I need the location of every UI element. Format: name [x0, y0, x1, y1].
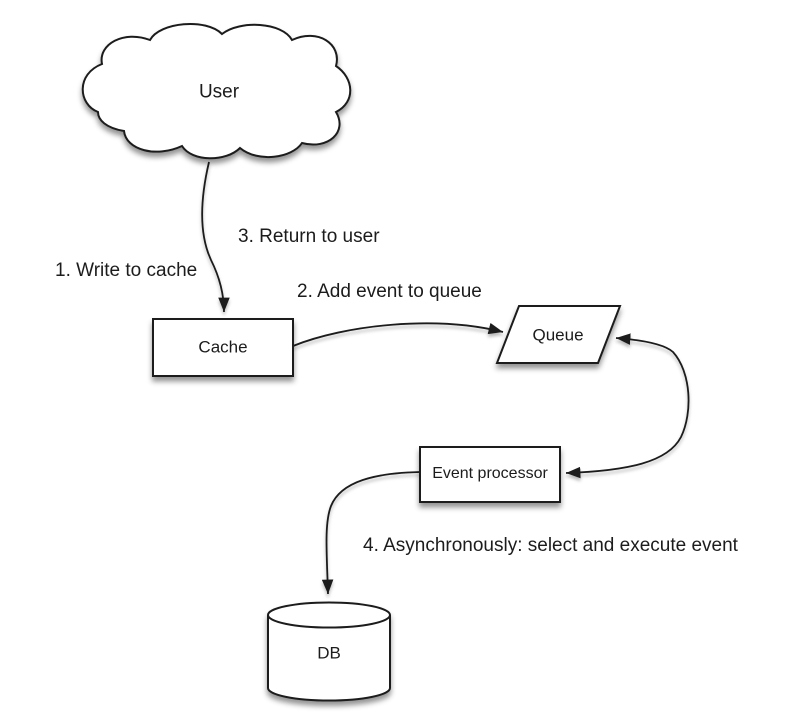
- arrow-user-to-cache: [201, 161, 230, 313]
- cache-node-label: Cache: [198, 337, 248, 357]
- db-cylinder: [267, 601, 391, 702]
- db-cylinder-top: [267, 601, 391, 629]
- user-node-label: User: [198, 81, 240, 103]
- arrow-queue-event-processor: [565, 333, 690, 479]
- step-label-1: 1. Write to cache: [55, 260, 198, 281]
- step-label-2: 2. Add event to queue: [297, 281, 482, 302]
- queue-node-label: Queue: [532, 325, 584, 345]
- db-cylinder-body: [267, 615, 391, 702]
- step-label-4: 4. Asynchronously: select and execute ev…: [363, 535, 738, 556]
- event-processor-node-label: Event processor: [432, 465, 548, 483]
- user-cloud: [81, 23, 352, 160]
- step-label-3: 3. Return to user: [238, 226, 380, 247]
- db-node-label: DB: [317, 643, 341, 663]
- event-processor-box: [419, 446, 561, 503]
- queue-parallelogram: [495, 305, 622, 364]
- arrow-cache-to-queue: [292, 322, 504, 347]
- cache-box: [152, 318, 294, 377]
- arrow-event-processor-to-db: [321, 471, 421, 595]
